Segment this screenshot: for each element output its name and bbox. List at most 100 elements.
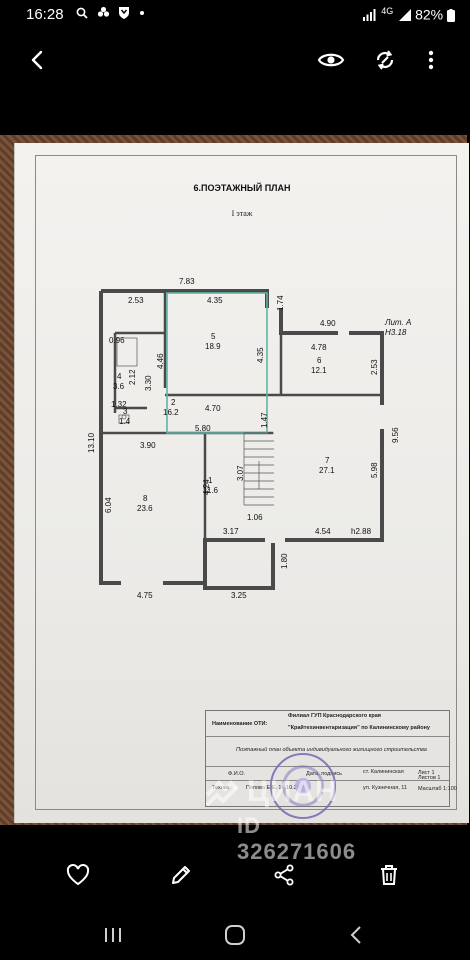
search-icon [76,7,88,19]
dim-label: 1.74 [276,295,285,311]
dim-label: 4.24 [202,479,211,495]
room-number: 1 [208,476,213,485]
back-nav-button[interactable] [341,922,371,948]
dim-label: 1.32 [111,400,127,409]
floor-plan-drawing: 7.83 2.53 4.35 1.74 4.90 4.78 0.96 4.46 … [87,277,411,600]
delete-button[interactable] [374,860,404,890]
org-name: Филиал ГУП Краснодарского края [288,713,381,719]
lit-label: Лит. А [384,318,411,327]
address-line-1: ст. Калининская [363,769,404,775]
org-label: Наименование ОТИ: [212,721,268,727]
photo-image[interactable]: 6.ПОЭТАЖНЫЙ ПЛАН I этаж [0,135,469,864]
more-options-button[interactable] [415,44,447,76]
share-button[interactable] [269,860,299,890]
dim-label: 3.25 [231,591,247,600]
room-area: 12.1 [311,366,327,375]
room-number: 8 [143,494,148,503]
dim-label: 13.10 [87,432,96,453]
home-icon [225,925,245,945]
delete-icon [381,865,397,885]
dim-label: 1.80 [280,553,289,569]
dim-label: 4.35 [256,347,265,363]
dim-label: h2.88 [351,527,372,536]
stamp-seal [270,753,336,819]
dim-label: 5.80 [195,424,211,433]
edit-button[interactable] [166,860,196,890]
dim-label: 4.78 [311,343,327,352]
room-area: 1.4 [119,417,131,426]
recents-icon [105,928,121,942]
dim-label: 2.53 [370,359,379,375]
dim-label: 4.35 [207,296,223,305]
system-nav-bar [0,910,467,960]
battery-level: 82% [415,6,444,23]
dim-label: 4.70 [205,404,221,413]
back-button[interactable] [22,44,54,76]
room-number: 7 [325,456,330,465]
cell-signal-icon [399,8,412,21]
document-frame [35,155,457,810]
favorite-button[interactable] [63,860,93,890]
watermark-brand: ЦИАН [247,775,338,808]
scale-label: Масштаб 1:100 [418,786,457,792]
dim-label: 0.96 [109,336,125,345]
watermark-id: ID 326271606 [237,813,357,864]
back-arrow-icon [31,50,43,70]
fio-label: Ф.И.О. [228,771,245,777]
status-bar: 16:28 4G 82% [0,0,467,30]
plan-title: 6.ПОЭТАЖНЫЙ ПЛАН [193,183,291,193]
auto-rotate-button[interactable] [369,44,401,76]
room-area: 18.9 [205,342,221,351]
room-area: 23.6 [137,504,153,513]
dim-label: 6.04 [104,497,113,513]
recents-button[interactable] [98,922,128,948]
status-time: 16:28 [26,6,64,23]
room-area: 16.2 [163,408,179,417]
dim-label: 4.46 [156,353,165,369]
role-label: Техник [212,785,230,791]
status-right: 4G 82% [363,6,455,23]
dot-icon [139,11,144,15]
eye-icon [317,53,345,67]
dim-label: 2.53 [128,296,144,305]
cian-logo-icon [205,779,239,816]
network-type: 4G [381,6,394,16]
edit-icon [172,866,190,884]
home-button[interactable] [220,922,250,948]
viewer-top-bar [0,36,467,84]
dim-label: 4.90 [320,319,336,328]
plan-floor: I этаж [231,209,253,218]
wifi-signal-icon [363,8,376,21]
dim-label: 3.17 [223,527,239,536]
dim-label: 9.56 [391,427,400,443]
dim-label: 1.47 [260,412,269,428]
sheet-label: Лист 1 [418,770,435,776]
photo-actions-bar [0,848,467,900]
auto-rotate-icon [376,50,394,70]
view-button[interactable] [315,44,347,76]
address-line-2: ул. Кузнечная, 11 [363,785,407,791]
sheets-label: Листов 1 [418,775,441,781]
flower-icon [97,6,109,17]
dim-label: 4.75 [137,591,153,600]
room-number: 3 [123,407,128,416]
dim-label: 3.07 [236,465,245,481]
shield-icon [119,7,130,19]
back-icon [350,926,361,944]
dim-label: 3.90 [140,441,156,450]
dim-label: 1.06 [247,513,263,522]
dim-label: 4.54 [315,527,331,536]
height-label: Н3.18 [385,328,407,337]
share-icon [274,864,294,886]
floor-plan-document: 6.ПОЭТАЖНЫЙ ПЛАН I этаж [14,143,469,823]
dim-label: 3.30 [144,375,153,391]
room-number: 4 [117,372,122,381]
dim-label: 5.98 [370,462,379,478]
status-notification-icons [76,6,145,21]
room-number: 2 [171,398,176,407]
org-name-2: "Крайтехинвентаризация" по Калининскому … [288,725,430,731]
dim-label: 7.83 [179,277,195,286]
room-number: 6 [317,356,322,365]
project-name: Поэтажный план объекта индивидуального ж… [236,747,427,753]
room-area: 11.6 [203,486,219,495]
